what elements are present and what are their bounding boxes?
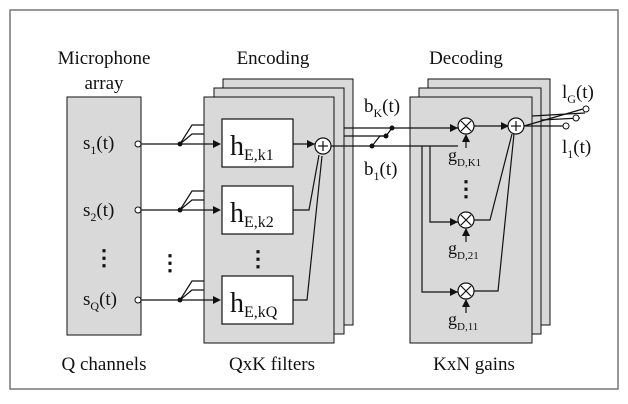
filter-label-kq: hE,kQ [230,288,278,321]
input-terminal-q [134,296,142,304]
input-label-s1: s1(t) [83,133,114,157]
filter-ellipsis: ⋮ [247,246,269,271]
filter-box-kq: hE,kQ [221,275,294,325]
fanout-ellipsis: ⋮ [159,250,181,275]
channel-label-b1: b1(t) [364,159,397,183]
filter-box-k1: hE,k1 [221,118,294,168]
arrowhead-filter-1 [213,140,221,148]
input-terminal-2 [134,206,142,214]
decoding-footer: KxN gains [433,354,515,375]
microphone-footer: Q channels [62,354,147,375]
channel-label-bk: bK(t) [364,96,400,120]
junction-dot-q [177,297,183,303]
junction-dot-1 [177,141,183,147]
decoding-panel-stack [409,78,551,344]
output-label-lg: lG(t) [562,82,594,106]
encoding-footer: QxK filters [229,354,315,375]
microphone-header-line2: array [84,73,124,94]
microphone-header-line1: Microphone [58,48,151,69]
arrowhead-mult-11 [450,288,458,296]
junction-dot-2 [177,207,183,213]
arrowhead-dsum [501,122,509,130]
channel-junction-3 [389,125,395,131]
arrowhead-filter-2 [213,206,221,214]
filter-label-k2: hE,k2 [230,198,274,231]
arrowhead-filter-q [213,296,221,304]
channel-junction-1 [369,143,375,149]
encoding-header: Encoding [237,48,310,69]
gain-multiplier-k1 [457,117,475,135]
arrowhead-mult-21 [450,218,458,226]
filter-label-k1: hE,k1 [230,131,274,164]
output-terminal-g [582,105,590,113]
output-terminal-1 [562,122,570,130]
gain-ellipsis: ⋮ [455,176,477,201]
channel-junction-2 [383,133,389,139]
gain-multiplier-11 [457,282,475,300]
input-label-sq: sQ(t) [83,289,117,313]
arrowhead-mult-k1 [450,124,458,132]
microphone-array-panel [66,96,142,336]
input-ellipsis: ⋮ [93,245,115,270]
decoding-header: Decoding [429,48,503,69]
gain-label-k1: gD,K1 [448,145,481,169]
filter-box-k2: hE,k2 [221,185,294,235]
input-terminal-1 [134,140,142,148]
arrowhead-sum-1 [307,140,315,148]
output-label-l1: l1(t) [562,137,591,161]
output-terminal-mid [572,114,580,122]
input-label-s2: s2(t) [83,200,114,224]
gain-label-11: gD,11 [448,309,478,333]
gain-multiplier-21 [457,211,475,229]
gain-label-21: gD,21 [448,238,479,262]
